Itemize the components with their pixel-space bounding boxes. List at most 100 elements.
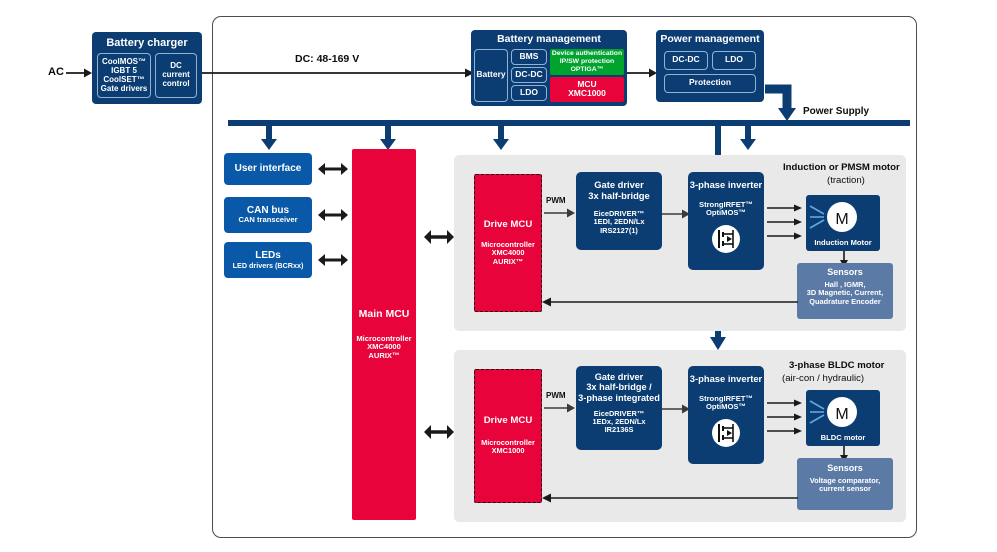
bldc-feedback-arrow — [542, 493, 798, 503]
bldc-drive-mcu-title: Drive MCU — [483, 415, 533, 427]
bldc-3phase-arrows — [767, 399, 802, 435]
battery-management-title: Battery management — [497, 33, 601, 45]
traction-drive-mcu-line-2: XMC4000 — [491, 248, 525, 258]
can-bus-title: CAN bus — [246, 205, 290, 217]
bldc-pwm-arrow — [544, 403, 575, 413]
main-mcu-block[interactable]: Main MCU Microcontroller XMC4000 AURIX™ — [352, 149, 416, 520]
bldc-motor-caption: BLDC motor — [820, 432, 866, 442]
bldc-sensors-line-2: current sensor — [819, 484, 871, 494]
battery-box[interactable]: Battery — [474, 48, 508, 102]
bldc-gate-driver-part-3: IR2136S — [604, 425, 634, 435]
traction-gate-driver-title-1: Gate driver — [594, 179, 644, 190]
traction-motor-block[interactable]: M Induction Motor — [806, 195, 880, 251]
bldc-drive-mcu-line-2: XMC1000 — [491, 446, 525, 456]
traction-gate-driver-part-1: EiceDRIVER™ — [593, 209, 645, 219]
main-mcu-line-3: AURIX™ — [368, 350, 400, 360]
mcu-to-bldc-arrow — [424, 425, 454, 439]
traction-inverter-part-2: OptiMOS™ — [705, 208, 747, 218]
pm-ldo-box[interactable]: LDO — [712, 50, 756, 70]
traction-pwm-label: PWM — [546, 196, 566, 205]
bldc-gate-driver-title-2: 3x half-bridge / — [586, 382, 652, 393]
charger-line-2: IGBT 5 — [111, 65, 137, 75]
traction-pwm-arrow — [544, 208, 575, 218]
bus-arrow-user-interface — [261, 126, 277, 150]
power-supply-hook-arrow — [765, 84, 796, 121]
traction-motor-icon: M — [809, 202, 857, 232]
traction-mosfet-icon — [712, 224, 740, 253]
bldc-gate-driver-title-3: 3-phase integrated — [578, 392, 660, 403]
bldc-mosfet-icon — [712, 418, 740, 447]
traction-drive-mcu-line-1: Microcontroller — [481, 239, 535, 249]
battery-management-block[interactable]: Battery management Battery BMS DC-DC LDO… — [471, 30, 627, 106]
leds-mcu-bidirectional-arrow — [318, 254, 348, 266]
optiga-line-3: OPTIGA™ — [570, 65, 604, 73]
dc-current-control-box[interactable]: DC current control — [155, 53, 197, 99]
traction-sensors-line-1: Hall , IGMR, — [824, 280, 866, 290]
traction-gate-driver-part-2: 1EDI, 2EDN/Lx — [593, 217, 645, 227]
traction-sensors-block[interactable]: Sensors Hall , IGMR, 3D Magnetic, Curren… — [797, 263, 893, 319]
can-bus-block[interactable]: CAN bus CAN transceiver — [224, 197, 312, 233]
bldc-sensors-block[interactable]: Sensors Voltage comparator, current sens… — [797, 458, 893, 510]
traction-drive-mcu-block[interactable]: Drive MCU Microcontroller XMC4000 AURIX™ — [474, 174, 542, 312]
bldc-drive-mcu-block[interactable]: Drive MCU Microcontroller XMC1000 — [474, 369, 542, 503]
charger-line-3: CoolSET™ — [103, 74, 145, 84]
leds-block[interactable]: LEDs LED drivers (BCRxx) — [224, 242, 312, 278]
ac-input-arrow — [66, 68, 92, 78]
bldc-gate-driver-part-1: EiceDRIVER™ — [593, 408, 645, 418]
dcdc-box[interactable]: DC-DC — [511, 66, 547, 83]
bus-arrow-bldc-inverter — [710, 326, 726, 350]
battery-charger-block[interactable]: Battery charger CoolMOS™ IGBT 5 CoolSET™… — [92, 32, 202, 104]
bms-mcu-line-1: MCU — [577, 78, 597, 89]
power-management-block[interactable]: Power management DC-DC LDO Protection — [656, 30, 764, 102]
bldc-inverter-block[interactable]: 3-phase inverter StrongIRFET™ OptiMOS™ — [688, 366, 764, 464]
bms-mcu-line-2: XMC1000 — [568, 88, 606, 99]
traction-drive-mcu-line-3: AURIX™ — [492, 256, 524, 266]
bldc-motor-block[interactable]: M BLDC motor — [806, 390, 880, 446]
traction-3phase-arrows — [767, 204, 802, 240]
user-interface-block[interactable]: User interface — [224, 153, 312, 185]
traction-motor-header-2: (traction) — [827, 175, 865, 186]
traction-gate-driver-title-2: 3x half-bridge — [588, 189, 650, 201]
bms-mcu-box[interactable]: MCU XMC1000 — [550, 76, 624, 102]
traction-sensors-title: Sensors — [827, 267, 863, 277]
bldc-motor-icon: M — [809, 397, 857, 427]
svg-text:M: M — [835, 211, 848, 228]
ac-input-label: AC — [48, 66, 64, 78]
optiga-line-1: Device authentication — [551, 50, 623, 58]
optiga-security-box[interactable]: Device authentication IP/SW protection O… — [550, 48, 624, 75]
bldc-pwm-label: PWM — [546, 391, 566, 400]
traction-gate-driver-block[interactable]: Gate driver 3x half-bridge EiceDRIVER™ 1… — [576, 172, 662, 250]
pm-dcdc-box[interactable]: DC-DC — [664, 50, 708, 70]
bldc-motor-header-2: (air-con / hydraulic) — [782, 373, 865, 384]
optiga-line-2: IP/SW protection — [559, 57, 615, 65]
bldc-sensors-title: Sensors — [827, 463, 863, 473]
bldc-inverter-part-1: StrongIRFET™ — [699, 393, 753, 403]
bm-to-pm-arrow — [627, 68, 657, 78]
charger-devices-box[interactable]: CoolMOS™ IGBT 5 CoolSET™ Gate drivers — [97, 53, 151, 99]
bldc-gate-to-inverter-arrow — [662, 404, 690, 414]
leds-title: LEDs — [255, 250, 281, 262]
dc-voltage-label: DC: 48-169 V — [295, 53, 360, 65]
dc-line-2: current — [162, 70, 190, 80]
pm-protection-box[interactable]: Protection — [664, 73, 756, 93]
dc-line-3: control — [162, 79, 190, 89]
ldo-box[interactable]: LDO — [511, 84, 547, 101]
svg-text:M: M — [835, 406, 848, 423]
traction-inverter-title: 3-phase inverter — [689, 179, 763, 190]
bldc-drive-mcu-line-1: Microcontroller — [481, 438, 535, 448]
battery-charger-title: Battery charger — [106, 37, 188, 49]
can-mcu-bidirectional-arrow — [318, 209, 348, 221]
traction-feedback-arrow — [542, 297, 798, 307]
dc-line-1: DC — [170, 61, 182, 71]
bldc-gate-driver-part-2: 1EDx, 2EDN/Lx — [592, 417, 646, 427]
system-panel-border — [212, 16, 917, 538]
bldc-gate-driver-title-1: Gate driver — [594, 372, 644, 382]
bus-arrow-main-mcu — [380, 126, 396, 150]
ui-mcu-bidirectional-arrow — [318, 163, 348, 175]
traction-sensors-line-3: Quadrature Encoder — [809, 296, 881, 306]
bldc-gate-driver-block[interactable]: Gate driver 3x half-bridge / 3-phase int… — [576, 366, 662, 450]
bms-box[interactable]: BMS — [511, 48, 547, 65]
traction-motor-caption: Induction Motor — [814, 237, 872, 247]
traction-inverter-block[interactable]: 3-phase inverter StrongIRFET™ OptiMOS™ — [688, 172, 764, 270]
bldc-motor-header-1: 3-phase BLDC motor — [789, 360, 885, 371]
